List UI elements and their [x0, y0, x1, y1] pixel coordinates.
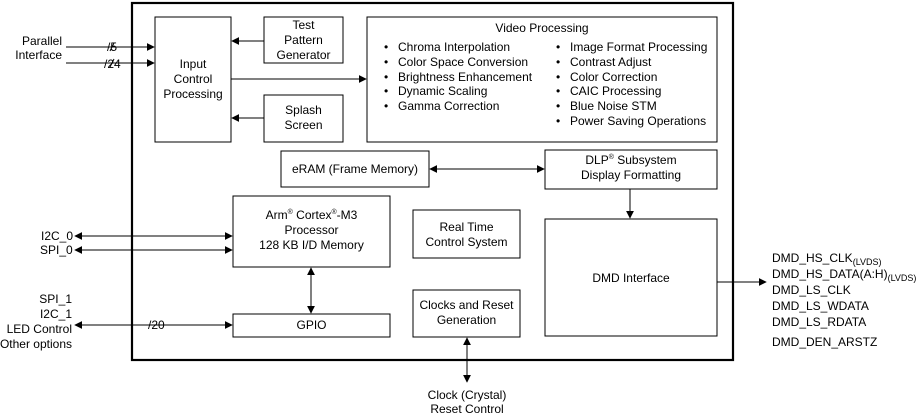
dmd-hs-clk-signal: DMD_HS_CLK(LVDS): [772, 251, 882, 267]
video-processing-left-item: Color Space Conversion: [384, 55, 532, 70]
rtc-block: [412, 209, 521, 259]
video-processing-left-item: Gamma Correction: [384, 99, 532, 114]
dmd-ls-clk-signal: DMD_LS_CLK: [772, 283, 851, 297]
dmd-interface-block: [544, 218, 718, 337]
arm-processor-block: [232, 195, 391, 268]
video-processing-left-item: Chroma Interpolation: [384, 40, 532, 55]
dmd-hs-data-signal: DMD_HS_DATA(A:H)(LVDS): [772, 267, 917, 283]
video-processing-right-item: Color Correction: [556, 70, 707, 85]
dlp-formatting-block: [544, 149, 718, 190]
video-processing-right-item: Image Format Processing: [556, 40, 707, 55]
dlp-formatting-label: DLP® Subsystem Display Formatting: [580, 153, 682, 182]
gpio-block: [232, 313, 391, 338]
video-processing-right-item: Power Saving Operations: [556, 114, 707, 129]
parallel-interface-label: Parallel Interface: [15, 34, 62, 62]
dmd-signal-list: DMD_HS_CLK(LVDS) DMD_HS_DATA(A:H)(LVDS) …: [772, 250, 916, 350]
bus20-label: /20: [148, 318, 165, 332]
bus5-slash: [109, 42, 115, 52]
clock-reset-external-label: Clock (Crystal) Reset Control: [427, 388, 507, 416]
bus5-label: /5: [107, 40, 118, 54]
test-pattern-block: [263, 16, 344, 64]
eram-block: [280, 150, 430, 188]
input-control-block: [154, 16, 232, 143]
video-processing-title: Video Processing: [495, 21, 589, 35]
clocks-reset-block: [412, 289, 521, 338]
gpio-external-labels: SPI_1 I2C_1 LED Control Other options: [0, 292, 72, 351]
eram-label: eRAM (Frame Memory): [291, 162, 418, 176]
video-processing-right-item: Contrast Adjust: [556, 55, 707, 70]
dmd-den-arstz-signal: DMD_DEN_ARSTZ: [772, 335, 878, 349]
dmd-ls-wdata-signal: DMD_LS_WDATA: [772, 299, 869, 313]
test-pattern-label: Test Pattern Generator: [276, 18, 331, 62]
dmd-interface-label: DMD Interface: [592, 271, 670, 285]
gpio-label: GPIO: [296, 318, 327, 332]
video-processing-list-left: Chroma InterpolationColor Space Conversi…: [384, 40, 532, 114]
video-processing-left-item: Dynamic Scaling: [384, 84, 532, 99]
splash-screen-block: [263, 94, 344, 143]
video-processing-left-item: Brightness Enhancement: [384, 70, 532, 85]
splash-screen-label: Splash Screen: [284, 103, 323, 132]
clocks-reset-label: Clocks and Reset Generation: [419, 298, 514, 327]
arm-processor-label: Arm® Cortex®-M3 Processor 128 KB I/D Mem…: [259, 208, 364, 252]
input-control-label: Input Control Processing: [163, 57, 223, 101]
spi0-label: SPI_0: [40, 243, 73, 257]
video-processing-right-item: Blue Noise STM: [556, 99, 707, 114]
controller-boundary: [130, 1, 735, 362]
i2c0-label: I2C_0: [41, 229, 74, 243]
video-processing-list-right: Image Format ProcessingContrast AdjustCo…: [556, 40, 707, 129]
bus24-slash: [109, 58, 115, 68]
bus24-label: /24: [104, 57, 121, 71]
video-processing-right-item: CAIC Processing: [556, 84, 707, 99]
dmd-ls-rdata-signal: DMD_LS_RDATA: [772, 315, 867, 329]
rtc-label: Real Time Control System: [425, 220, 508, 249]
